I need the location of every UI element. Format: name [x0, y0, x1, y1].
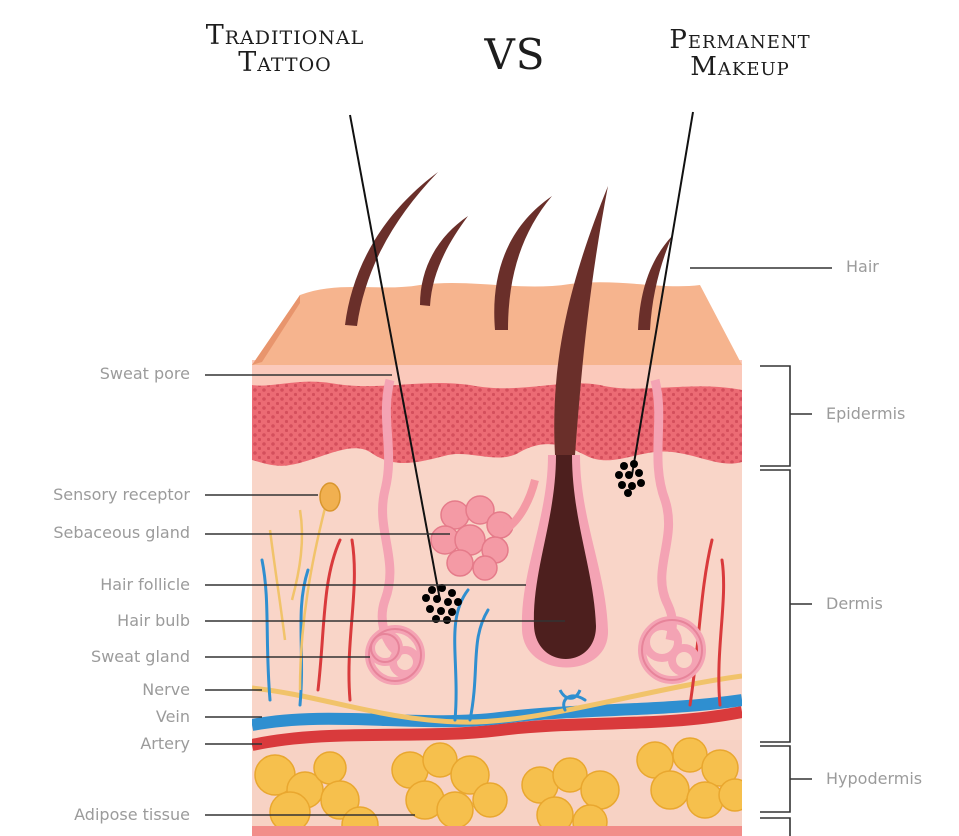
- label-adipose-tissue: Adipose tissue: [0, 805, 190, 825]
- label-sweat-pore: Sweat pore: [0, 364, 190, 384]
- label-hair-follicle: Hair follicle: [0, 575, 190, 595]
- label-sebaceous-gland: Sebaceous gland: [0, 523, 190, 543]
- label-nerve: Nerve: [0, 680, 190, 700]
- label-dermis: Dermis: [826, 594, 883, 614]
- label-hair-bulb: Hair bulb: [0, 611, 190, 631]
- label-sweat-gland: Sweat gland: [0, 647, 190, 667]
- label-artery: Artery: [0, 734, 190, 754]
- sensory-receptor: [320, 483, 340, 511]
- label-hypodermis: Hypodermis: [826, 769, 922, 789]
- label-hair: Hair: [846, 257, 879, 277]
- label-vein: Vein: [0, 707, 190, 727]
- label-epidermis: Epidermis: [826, 404, 905, 424]
- label-sensory-receptor: Sensory receptor: [0, 485, 190, 505]
